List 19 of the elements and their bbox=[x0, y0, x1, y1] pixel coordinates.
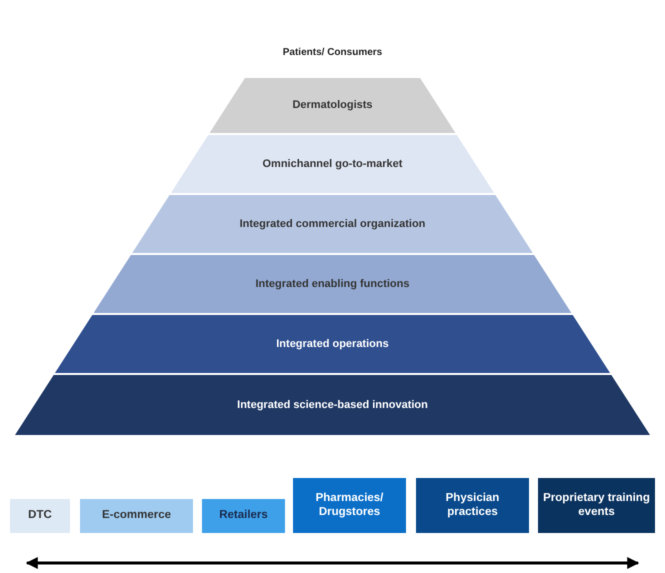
channel-label: Pharmacies/ Drugstores bbox=[314, 492, 384, 519]
tier-label: Integrated commercial organization bbox=[240, 218, 426, 230]
tier-label: Integrated science-based innovation bbox=[237, 398, 428, 412]
channel-box bbox=[293, 478, 406, 533]
channel-box bbox=[80, 499, 193, 533]
channel-label: DTC bbox=[28, 509, 52, 523]
channel-box bbox=[10, 499, 70, 533]
channel-box bbox=[202, 499, 285, 533]
tier-label: Omnichannel go-to-market bbox=[262, 158, 402, 170]
tier-label: Dermatologists bbox=[292, 99, 373, 112]
channel-label: Proprietary training events bbox=[542, 492, 651, 519]
tier-label: Integrated operations bbox=[276, 338, 389, 350]
tier-label: Integrated enabling functions bbox=[255, 278, 410, 290]
channel-label: E-commerce bbox=[102, 509, 172, 523]
apex-label: Patients/ Consumers bbox=[282, 47, 383, 59]
channel-box bbox=[416, 478, 529, 533]
channel-label: Retailers bbox=[219, 509, 268, 523]
channel-label: Physician practices bbox=[444, 492, 500, 519]
channel-box bbox=[538, 478, 655, 533]
